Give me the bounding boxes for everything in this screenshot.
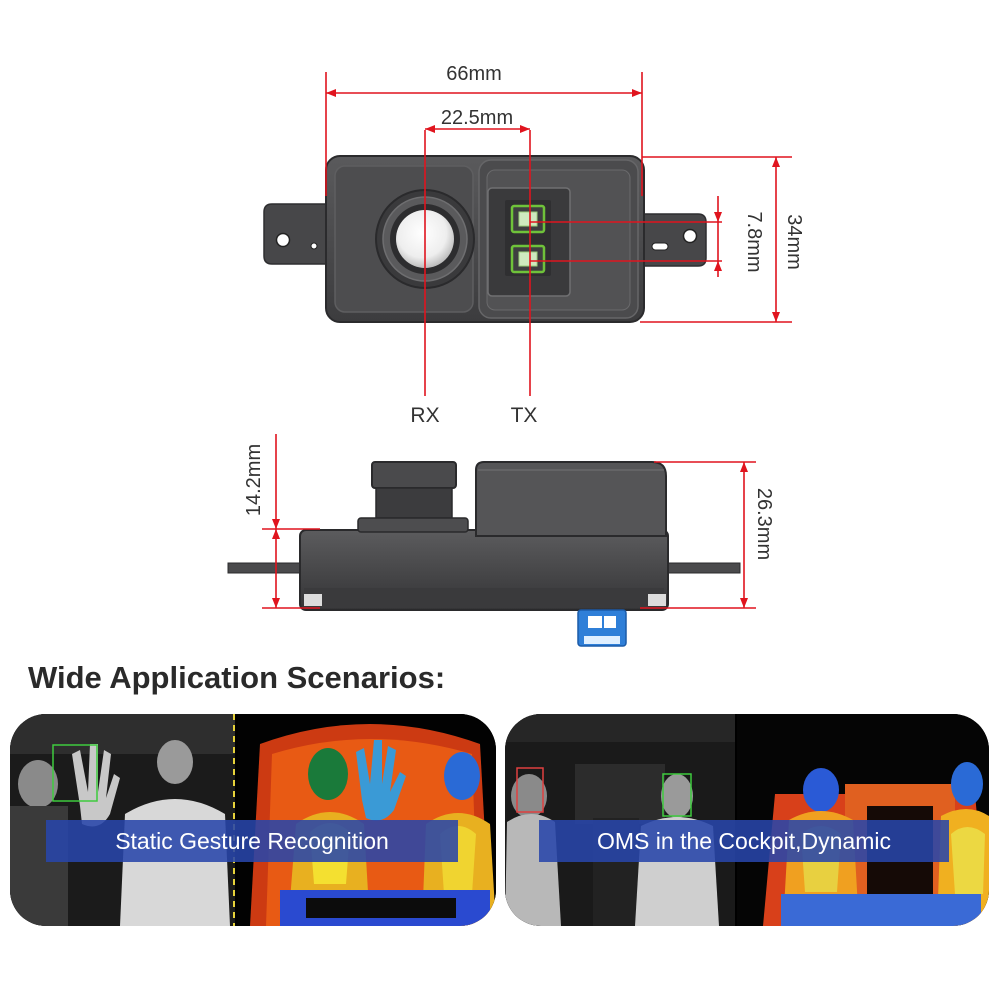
label-rx: RX (410, 404, 439, 427)
mount-tab-right (639, 213, 707, 267)
mount-tab-left (263, 203, 331, 265)
dim-height-total: 34mm (783, 214, 805, 270)
scenario-card-oms: OMS in the Cockpit,Dynamic (505, 714, 989, 926)
top-view-dimensions (325, 72, 792, 396)
sensor-dimension-diagram: 66mm 22.5mm 7.8mm 34mm RX TX 14 (227, 63, 805, 647)
section-heading: Wide Application Scenarios: (28, 660, 446, 695)
dim-lens-height: 14.2mm (243, 444, 265, 516)
dim-emitter-spacing: 7.8mm (743, 211, 765, 272)
scenario-caption-oms: OMS in the Cockpit,Dynamic (539, 820, 949, 862)
dim-depth-total: 26.3mm (753, 488, 775, 560)
scenario-caption-gesture: Static Gesture Recognition (46, 820, 458, 862)
scenario-card-gesture: Static Gesture Recognition (10, 714, 496, 926)
side-lens-barrel (371, 461, 457, 489)
sensor-top-view (263, 155, 707, 323)
side-mount-flange-left (227, 562, 305, 574)
dim-lens-spacing: 22.5mm (441, 107, 513, 129)
label-tx: TX (511, 404, 538, 427)
sensor-side-view (227, 461, 741, 647)
side-mount-flange-right (663, 562, 741, 574)
dim-width-total: 66mm (446, 63, 502, 85)
